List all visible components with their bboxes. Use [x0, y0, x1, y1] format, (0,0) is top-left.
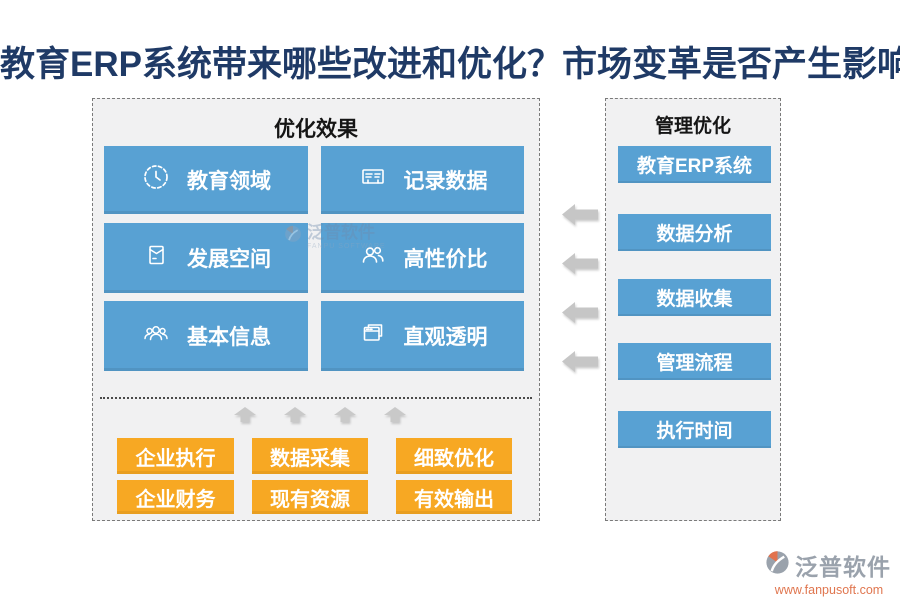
feature-label: 基本信息	[187, 326, 271, 349]
feature-box-basic-info: 基本信息	[104, 301, 308, 371]
stacked-windows-icon	[358, 318, 388, 354]
feature-label: 记录数据	[403, 170, 488, 193]
feature-label: 发展空间	[187, 248, 271, 271]
up-arrow-icon	[283, 407, 307, 422]
feature-box-development-space: 发展空间	[104, 223, 308, 293]
left-arrow-icon	[562, 350, 599, 373]
record-card-icon	[358, 162, 388, 198]
management-optimization-panel: 管理优化 教育ERP系统 数据分析 数据收集 管理流程 执行时间	[605, 98, 781, 521]
orange-box-data-collection: 数据采集	[252, 438, 368, 474]
envelope-icon	[141, 240, 171, 276]
left-arrow-icon	[562, 301, 599, 324]
page-title: 教育ERP系统带来哪些改进和优化？市场变革是否产生影响？	[0, 45, 900, 84]
up-arrow-icon	[333, 407, 357, 422]
left-panel-title: 优化效果	[274, 118, 358, 141]
left-arrow-icon	[562, 252, 599, 275]
feature-box-transparent: 直观透明	[321, 301, 524, 371]
up-arrow-icon	[233, 407, 257, 422]
orange-box-detailed-optimization: 细致优化	[396, 438, 512, 474]
two-users-icon	[358, 240, 388, 276]
right-item-execution-time: 执行时间	[618, 411, 771, 448]
fanpu-logo-icon	[764, 549, 791, 581]
right-item-data-gathering: 数据收集	[618, 279, 771, 316]
right-item-education-erp: 教育ERP系统	[618, 146, 771, 183]
feature-label: 高性价比	[403, 248, 488, 271]
right-item-data-analysis: 数据分析	[618, 214, 771, 251]
clock-icon	[141, 162, 171, 198]
feature-label: 教育领域	[187, 170, 271, 193]
up-arrow-icon	[383, 407, 407, 422]
brand-name: 泛普软件	[795, 554, 891, 580]
orange-box-enterprise-execution: 企业执行	[117, 438, 234, 474]
optimization-effects-panel: 优化效果 教育领域 记录数据 发展空间	[92, 98, 540, 521]
feature-box-cost-effective: 高性价比	[321, 223, 524, 293]
feature-box-record-data: 记录数据	[321, 146, 524, 214]
orange-box-enterprise-finance: 企业财务	[117, 480, 234, 514]
orange-box-existing-resources: 现有资源	[252, 480, 368, 514]
fanpu-brand: 泛普软件 www.fanpusoft.com	[764, 548, 894, 597]
left-arrow-icon	[562, 203, 599, 226]
orange-box-effective-output: 有效输出	[396, 480, 512, 514]
feature-box-education-field: 教育领域	[104, 146, 308, 214]
dotted-separator	[100, 397, 532, 399]
right-panel-title: 管理优化	[654, 116, 731, 137]
brand-url: www.fanpusoft.com	[774, 583, 884, 597]
feature-label: 直观透明	[403, 326, 488, 349]
user-group-icon	[141, 318, 171, 354]
right-item-management-process: 管理流程	[618, 343, 771, 380]
